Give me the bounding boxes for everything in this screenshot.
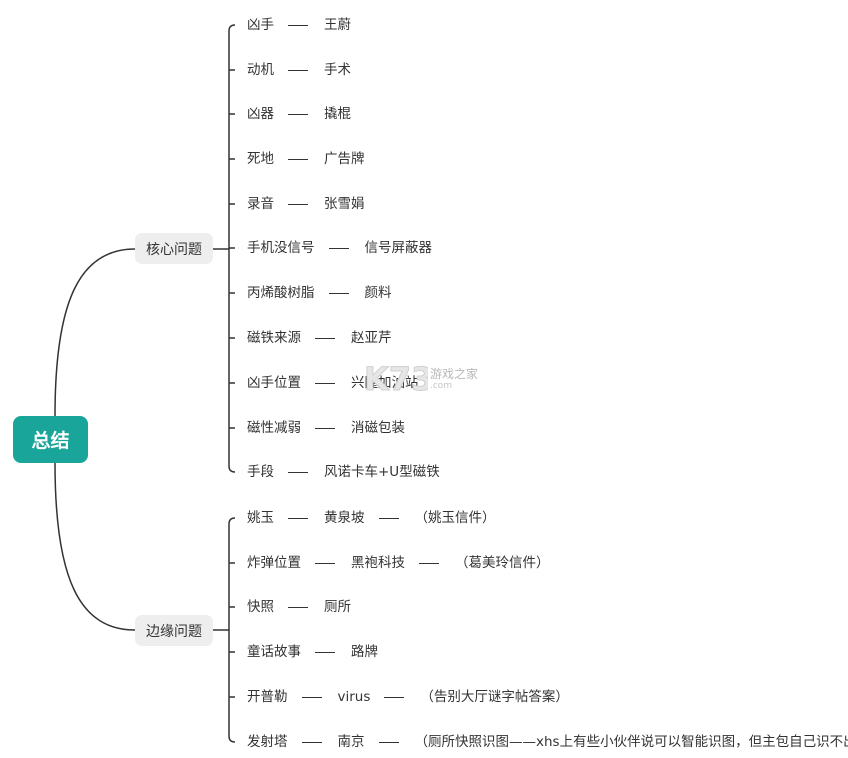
leaf-dash — [328, 293, 349, 294]
watermark-sub: .com — [430, 381, 453, 391]
leaf-text: 兴隆加油站 — [351, 375, 419, 391]
leaf-text: 凶器 — [247, 106, 274, 122]
leaf-text: 姚玉 — [247, 510, 274, 526]
leaf-text: （姚玉信件） — [414, 510, 496, 526]
watermark: K73 游戏之家 .com — [362, 357, 492, 399]
branch-node-edge[interactable]: 边缘问题 — [135, 615, 213, 646]
leaf-dash — [378, 518, 399, 519]
leaf-text: （厕所快照识图——xhs上有些小伙伴说可以智能识图，但主包自己识不出） — [414, 734, 848, 750]
leaf-dash — [288, 159, 308, 160]
leaf-text: 开普勒 — [247, 689, 288, 705]
leaf-text: 童话故事 — [247, 644, 301, 660]
leaf-text: 动机 — [247, 62, 274, 78]
leaf-text: 炸弹位置 — [247, 555, 301, 571]
leaf-text: 快照 — [247, 599, 274, 615]
leaf-text: 黄泉坡 — [324, 510, 365, 526]
leaf-text: 发射塔 — [247, 734, 288, 750]
leaf-text: 手机没信号 — [247, 240, 315, 256]
leaf-text: 凶手位置 — [247, 375, 301, 391]
leaf-text: 黑袍科技 — [351, 555, 405, 571]
leaf-text: 赵亚芹 — [351, 330, 392, 346]
branch-label: 核心问题 — [146, 241, 202, 258]
leaf-text: virus — [337, 689, 371, 705]
leaf-dash — [419, 563, 439, 564]
leaf-dash — [288, 518, 308, 519]
leaf-text: 手段 — [247, 464, 274, 480]
leaf-text: 撬棍 — [324, 106, 351, 122]
leaf-text: 磁铁来源 — [247, 330, 301, 346]
leaf-dash — [384, 697, 405, 698]
leaf-text: 录音 — [247, 196, 274, 212]
watermark-text: 游戏之家 — [430, 367, 479, 381]
leaf-dash — [288, 204, 308, 205]
leaf-text: 王蔚 — [324, 17, 351, 33]
leaf-text: 风诺卡车+U型磁铁 — [324, 464, 440, 480]
leaf-text: （告别大厅谜字帖答案） — [420, 689, 569, 705]
root-label: 总结 — [31, 430, 70, 452]
leaf-dash — [288, 607, 308, 608]
leaf-text: 南京 — [337, 734, 365, 750]
leaf-text: 丙烯酸树脂 — [247, 285, 315, 301]
leaf-dash — [288, 472, 308, 473]
leaf-text: 张雪娟 — [324, 196, 365, 212]
leaf-dash — [315, 383, 335, 384]
leaf-dash — [378, 742, 399, 743]
leaf-text: 死地 — [247, 151, 274, 167]
leaf-dash — [301, 697, 322, 698]
leaf-dash — [288, 114, 308, 115]
branch-label: 边缘问题 — [146, 623, 202, 640]
leaf-text: 磁性减弱 — [247, 420, 301, 436]
leaf-text: 信号屏蔽器 — [364, 240, 433, 256]
leaf-dash — [288, 25, 308, 26]
leaf-text: 广告牌 — [324, 151, 365, 167]
leaf-dash — [288, 70, 308, 71]
leaf-text: 凶手 — [247, 17, 274, 33]
leaf-text: （葛美玲信件） — [455, 555, 550, 571]
connector-curve — [54, 248, 136, 417]
leaf-text: 手术 — [324, 62, 351, 78]
leaf-dash — [301, 742, 322, 743]
leaf-text: 路牌 — [351, 644, 378, 660]
connector-curve — [228, 517, 236, 743]
leaf-dash — [328, 248, 349, 249]
leaf-dash — [315, 563, 335, 564]
leaf-dash — [315, 428, 335, 429]
k73-logo-icon: K73 — [364, 360, 434, 399]
connector-curve — [54, 462, 136, 631]
branch-node-core[interactable]: 核心问题 — [135, 233, 213, 264]
leaf-dash — [315, 338, 335, 339]
leaf-text: 颜料 — [364, 285, 392, 301]
leaf-dash — [315, 652, 335, 653]
leaf-text: 消磁包装 — [351, 420, 405, 436]
leaf-text: 厕所 — [324, 599, 351, 615]
k73-logo-text: K73 — [364, 360, 428, 398]
root-node[interactable]: 总结 — [13, 416, 88, 463]
